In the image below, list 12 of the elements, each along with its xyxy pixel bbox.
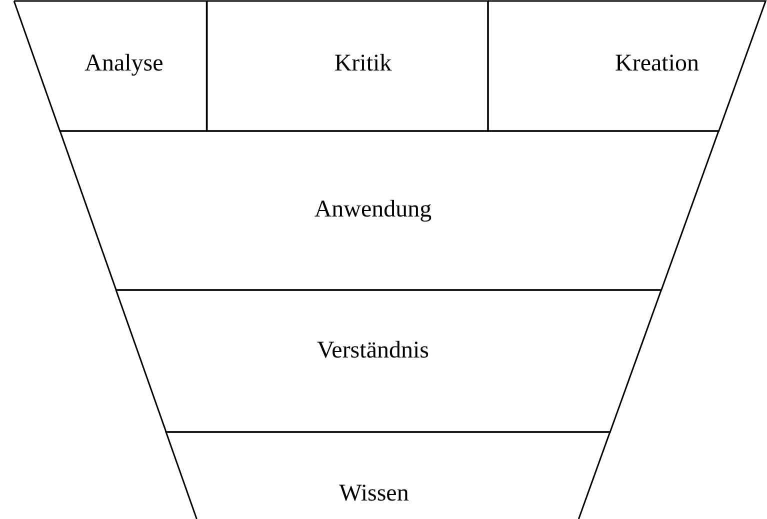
funnel-section bbox=[206, 0, 489, 132]
section-label: Anwendung bbox=[314, 196, 432, 224]
funnel-section bbox=[165, 431, 612, 519]
section-label: Analyse bbox=[84, 50, 164, 78]
section-label: Verständnis bbox=[317, 338, 429, 364]
funnel-section bbox=[59, 130, 720, 291]
funnel-section bbox=[13, 0, 208, 132]
section-label: Kreation bbox=[615, 50, 699, 78]
section-label: Kritik bbox=[334, 50, 392, 78]
funnel-section bbox=[487, 0, 767, 132]
funnel-section bbox=[115, 289, 663, 433]
section-label: Wissen bbox=[339, 480, 409, 508]
